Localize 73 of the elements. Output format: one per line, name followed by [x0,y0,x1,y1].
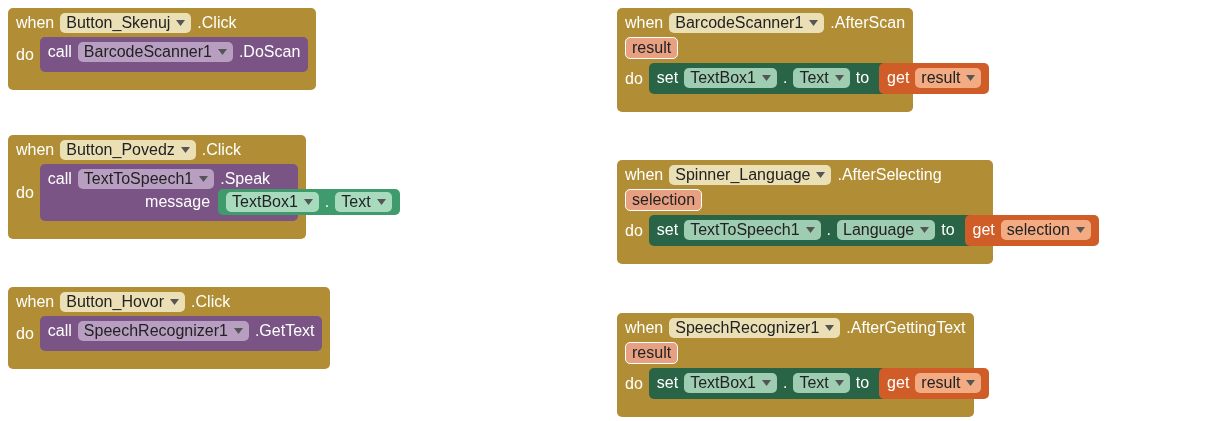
dropdown: Button_Povedz [60,140,196,160]
event-block [8,8,317,90]
block-text: .GetText [254,322,315,340]
block-text: call [47,322,72,340]
dropdown: SpeechRecognizer1 [669,318,841,338]
block-text: .DoScan [238,43,301,61]
dropdown: Language [837,220,936,240]
dropdown: selection [1000,219,1091,240]
dropdown: BarcodeScanner1 [77,42,233,62]
block-text: call [47,43,72,61]
block-text: when [16,293,55,311]
property-getter-block [218,189,400,215]
dropdown: TextToSpeech1 [684,220,821,240]
block-text: set [656,221,679,239]
call-block [39,316,323,351]
variable-getter-block [879,367,990,399]
block-text: when [625,166,664,184]
dropdown: Button_Hovor [60,292,186,312]
dropdown: Text [793,68,850,88]
block-text: do [16,324,34,343]
variable-getter-block [964,214,1099,246]
block-text: .Click [201,141,241,159]
block-text: get [887,68,910,87]
block-text: . [782,69,788,87]
block-text: do [625,374,643,393]
block-text: to [941,221,955,239]
event-block [617,313,974,417]
block-text: do [16,45,34,64]
block-text: . [782,374,788,392]
block-text: .AfterScan [830,14,906,32]
dropdown: TextBox1 [684,373,777,393]
block-text: to [855,374,870,392]
dropdown: Spinner_Language [669,165,832,185]
dropdown: BarcodeScanner1 [669,13,825,33]
dropdown: Text [335,192,392,212]
block-text: set [656,69,679,87]
event-block [617,8,914,112]
block-text: do [625,221,643,240]
block-text: when [16,141,55,159]
parameter-pill: selection [625,189,703,211]
block-text: do [16,183,34,202]
block-text: get [887,373,910,392]
block-text: .Click [191,293,231,311]
block-text: .AfterSelecting [837,166,942,184]
block-text: to [855,69,870,87]
dropdown: TextBox1 [684,68,777,88]
event-block [617,160,993,264]
dropdown: result [915,372,982,393]
block-text: when [625,319,664,337]
parameter-pill: result [625,37,679,59]
call-block [39,37,309,72]
block-text: get [972,220,995,239]
block-text: .Speak [220,170,271,188]
event-block [8,135,307,239]
event-block [8,287,331,369]
variable-getter-block [879,62,990,94]
block-text: call [47,170,72,188]
parameter-pill: result [625,342,679,364]
block-text: .Click [197,14,237,32]
dropdown: TextBox1 [226,192,319,212]
block-text: do [625,69,643,88]
block-text: . [826,221,831,239]
block-text: .AfterGettingText [846,319,966,337]
block-text: . [324,193,330,211]
dropdown: TextToSpeech1 [77,169,215,189]
block-text: when [625,14,664,32]
block-text: set [656,374,679,392]
dropdown: Button_Skenuj [60,13,192,33]
dropdown: Text [793,373,850,393]
dropdown: SpeechRecognizer1 [77,321,249,341]
block-text: message [145,193,211,211]
dropdown: result [915,67,982,88]
block-text: when [16,14,55,32]
